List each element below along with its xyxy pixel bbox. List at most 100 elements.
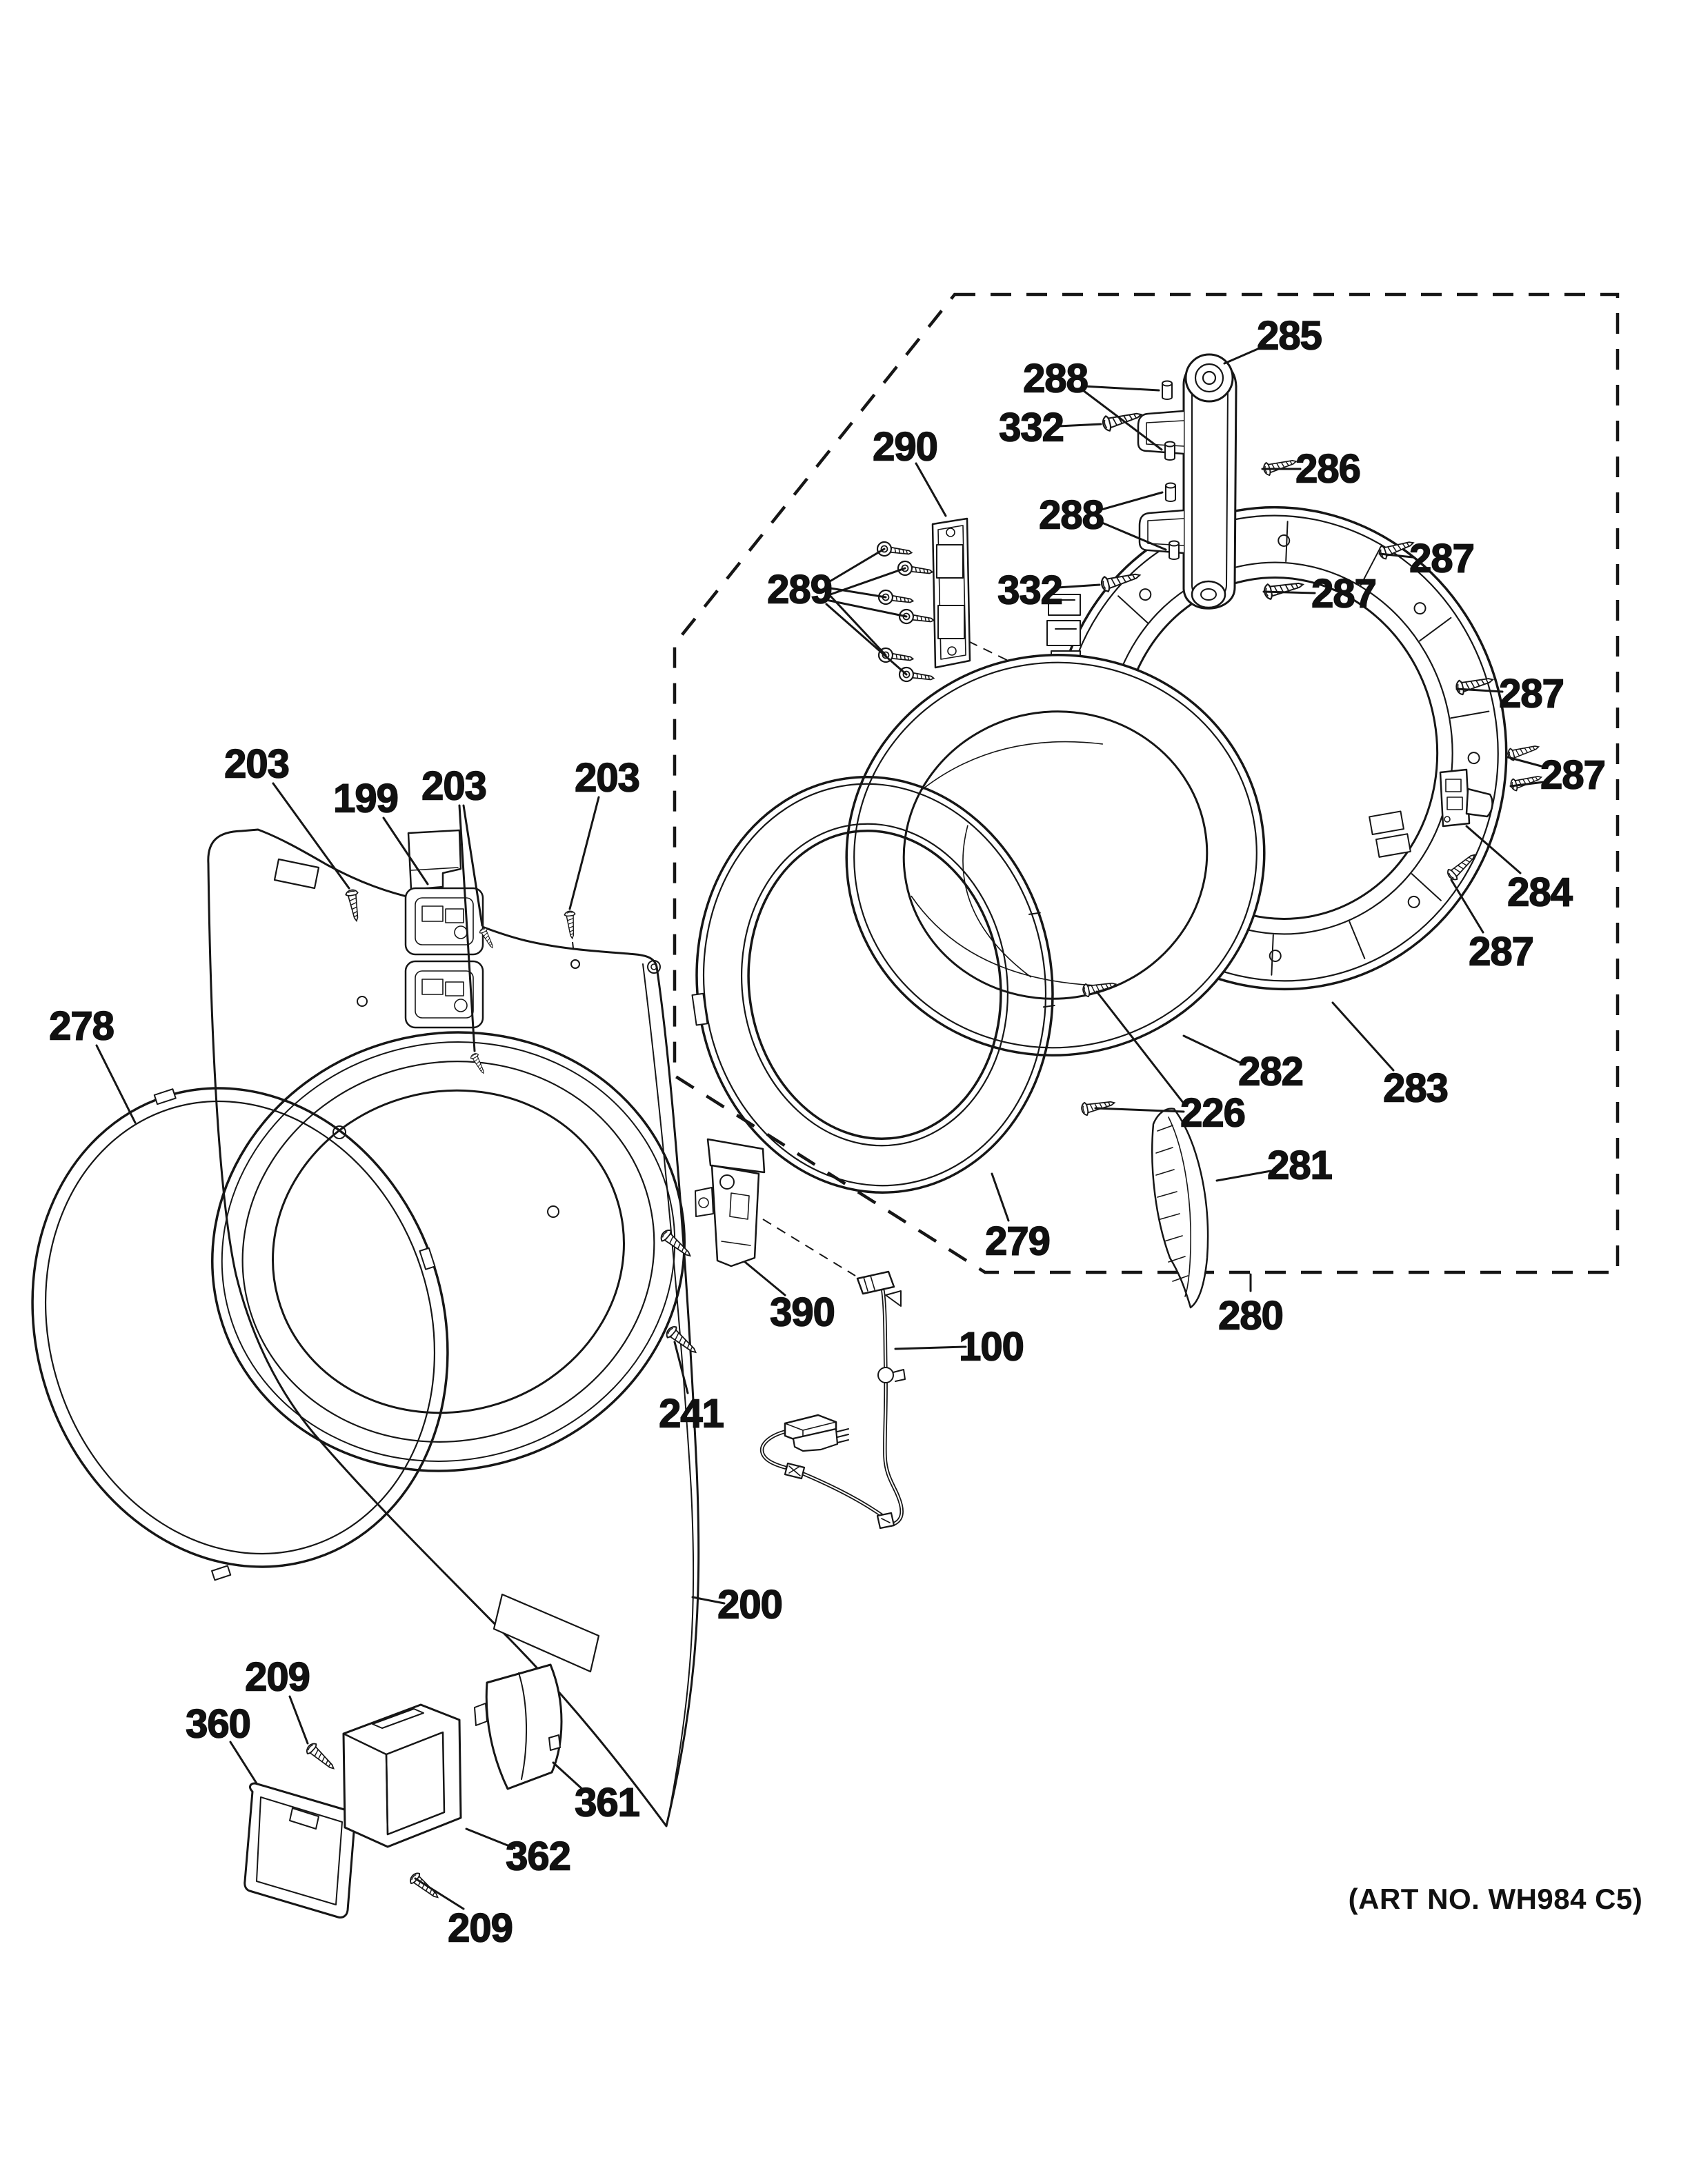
- callout-287: 287: [1455, 671, 1565, 717]
- leader-line: [894, 1345, 967, 1350]
- leader-line: [825, 599, 908, 618]
- bolt-icon: [877, 646, 915, 667]
- part-number-label: 285: [1257, 314, 1322, 359]
- leader-line: [568, 796, 600, 910]
- callout-279: 279: [984, 1172, 1051, 1264]
- keeper-plate: [404, 960, 484, 1029]
- screw-icon: [304, 1741, 339, 1774]
- callout-288: 288: [1038, 491, 1167, 551]
- leader-line: [1082, 389, 1163, 451]
- leader-line: [825, 586, 887, 599]
- callout-287: 287: [1450, 879, 1535, 974]
- callout-226: 226: [1094, 990, 1246, 1136]
- bolt-icon: [897, 665, 936, 686]
- part-number-label: 279: [985, 1219, 1050, 1264]
- part-number-label: 278: [49, 1004, 114, 1049]
- screw-icon: [1262, 454, 1299, 477]
- bolt-icon: [897, 608, 936, 628]
- strike-284: [1439, 768, 1493, 828]
- latch-keeper-blocks: [1369, 810, 1411, 858]
- callout-203: 203: [421, 763, 488, 1052]
- bolt-icon: [877, 588, 915, 609]
- part-number-label: 284: [1507, 870, 1573, 915]
- callout-199: 199: [332, 776, 429, 885]
- callout-288: 288: [1022, 356, 1163, 451]
- part-number-label: 289: [767, 568, 832, 612]
- leader-line: [288, 1695, 309, 1745]
- door-handle-281: [1151, 1108, 1209, 1309]
- filter-housing-362: [342, 1703, 462, 1848]
- part-number-label: 390: [770, 1290, 835, 1335]
- callout-289: 289: [766, 548, 908, 676]
- callout-203: 203: [223, 741, 350, 890]
- leader-line: [229, 1741, 258, 1785]
- leader-line: [1509, 781, 1545, 788]
- door-glass-ring-282: [845, 653, 1266, 1057]
- part-number-label: 361: [575, 1781, 639, 1825]
- leader-line: [1215, 1170, 1272, 1182]
- leader-line: [95, 1044, 137, 1124]
- leader-line: [1082, 385, 1160, 392]
- callout-200: 200: [691, 1582, 784, 1627]
- kick-cutout: [493, 1593, 600, 1673]
- leader-line: [465, 1827, 516, 1850]
- part-number-label: 209: [448, 1906, 513, 1951]
- part-number-label: 360: [186, 1702, 250, 1747]
- callout-282: 282: [1182, 1034, 1304, 1094]
- leader-line: [915, 462, 947, 517]
- part-number-label: 100: [959, 1325, 1024, 1370]
- pin-icon: [1164, 441, 1175, 461]
- leader-line: [991, 1172, 1010, 1222]
- part-number-label: 287: [1311, 572, 1376, 617]
- front-panel-200: [207, 828, 700, 1827]
- callout-332: 332: [997, 568, 1101, 613]
- leader-line: [1095, 990, 1185, 1105]
- part-number-label: 287: [1409, 537, 1474, 581]
- part-number-label: 280: [1218, 1294, 1283, 1339]
- harness-connector: [856, 1270, 895, 1295]
- leader-line: [1465, 825, 1522, 874]
- pin-icon: [1162, 380, 1173, 400]
- callout-203: 203: [568, 755, 641, 910]
- art-number: (ART NO. WH984 C5): [1349, 1883, 1643, 1915]
- callout-281: 281: [1215, 1143, 1333, 1188]
- leader-line: [825, 548, 886, 585]
- leader-line: [673, 1341, 689, 1394]
- bracket-199: [407, 829, 462, 891]
- leader-line: [1097, 491, 1164, 512]
- part-number-label: 203: [421, 764, 486, 809]
- part-number-label: 332: [999, 405, 1064, 450]
- leader-line: [1455, 688, 1504, 693]
- callout-362: 362: [465, 1827, 572, 1879]
- part-number-label: 286: [1295, 447, 1360, 492]
- part-number-label: 209: [245, 1655, 310, 1700]
- leader-line: [1507, 756, 1545, 768]
- callout-332: 332: [998, 405, 1102, 450]
- callout-283: 283: [1331, 1001, 1449, 1111]
- callout-280: 280: [1217, 1273, 1284, 1339]
- harness-clip: [877, 1367, 894, 1383]
- leader-line: [1450, 879, 1484, 934]
- callout-100: 100: [894, 1324, 1025, 1370]
- callout-360: 360: [185, 1701, 258, 1785]
- leader-line: [744, 1261, 786, 1296]
- leader-line: [1057, 423, 1102, 428]
- pin-icon: [1165, 482, 1176, 502]
- leader-line: [414, 1877, 465, 1910]
- part-number-label: 200: [717, 1583, 782, 1627]
- part-number-label: 199: [333, 777, 398, 821]
- leader-line: [1056, 583, 1101, 589]
- part-number-label: 203: [224, 742, 289, 787]
- callout-361: 361: [552, 1761, 641, 1825]
- panel-door-opening: [211, 1031, 686, 1472]
- leader-line: [1094, 1107, 1185, 1113]
- leader-line: [1182, 1034, 1243, 1065]
- leader-line: [382, 817, 429, 885]
- hinge-plate-290: [931, 517, 971, 669]
- door-frame-front-279: [691, 776, 1055, 1194]
- leader-line: [1223, 346, 1262, 365]
- leader-line: [1262, 590, 1316, 594]
- part-number-label: 241: [659, 1392, 724, 1436]
